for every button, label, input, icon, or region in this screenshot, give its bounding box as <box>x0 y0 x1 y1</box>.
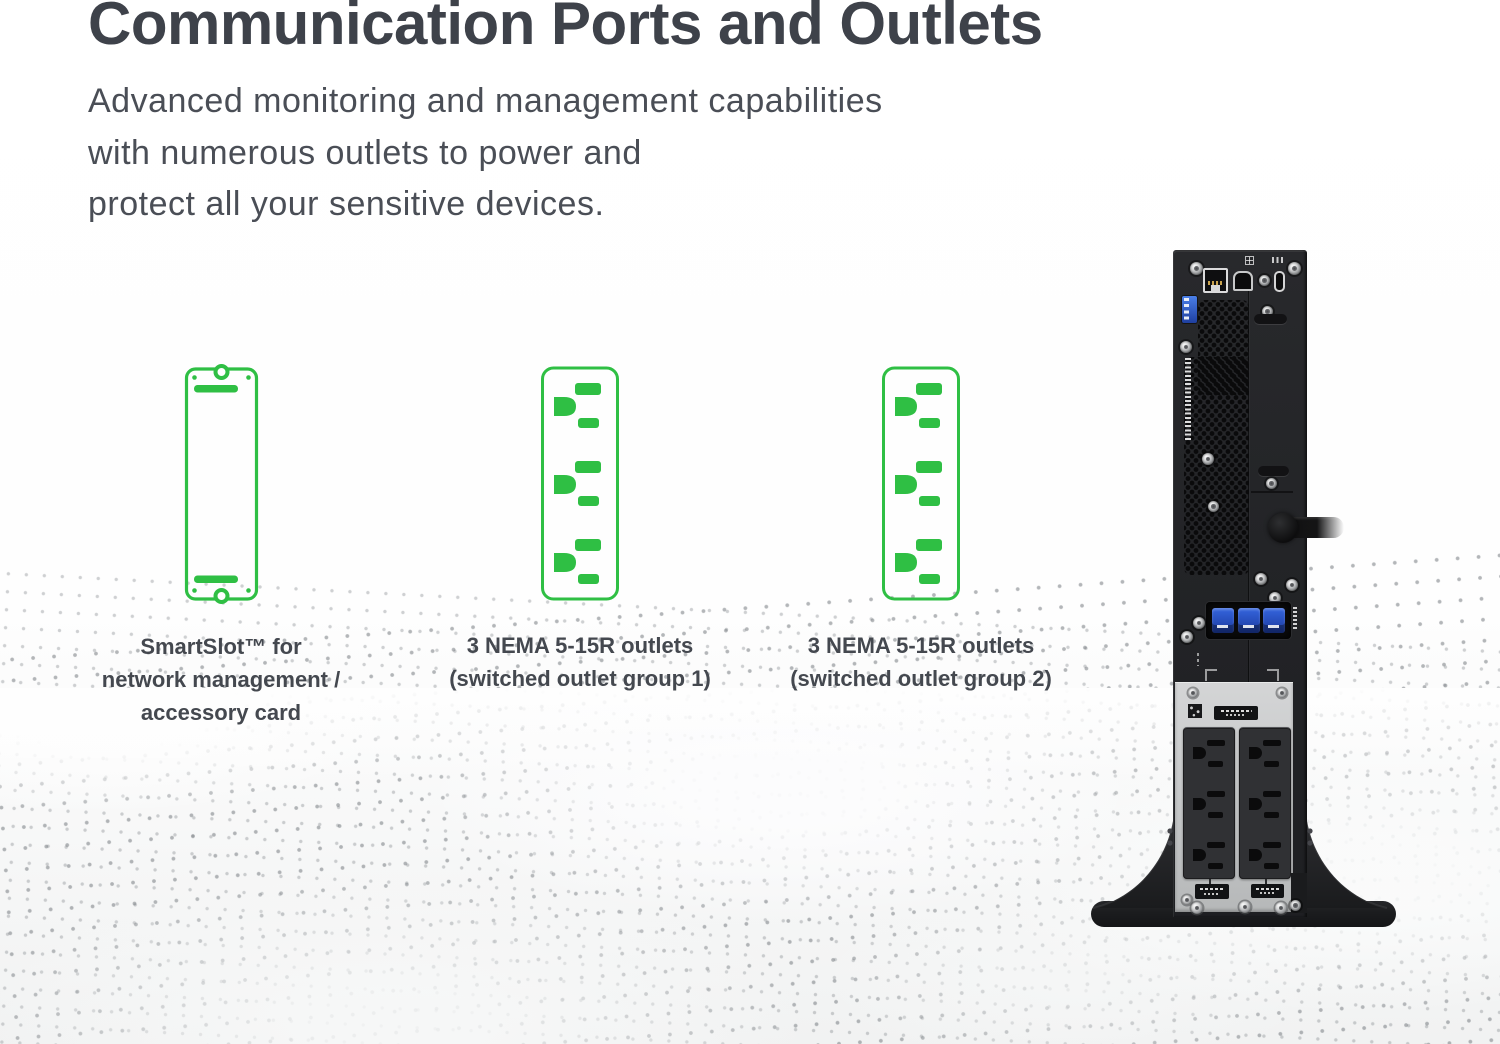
subtitle-line: protect all your sensitive devices. <box>88 185 605 223</box>
feature-outlet-group-2: 3 NEMA 5-15R outlets (switched outlet gr… <box>740 366 1102 695</box>
outlet-group-icon <box>540 366 620 606</box>
outlet-group-icon <box>881 366 961 606</box>
screw <box>1180 341 1192 353</box>
ups-rear-view-photo <box>1085 245 1415 955</box>
screw <box>1277 688 1287 698</box>
screw <box>1188 688 1198 698</box>
screw <box>1202 453 1214 465</box>
outlet-slot <box>1263 791 1281 797</box>
battery-label <box>1293 607 1297 631</box>
caption-line: (switched outlet group 2) <box>790 666 1052 691</box>
screw <box>1259 275 1270 286</box>
outlet-ground-hole <box>1193 798 1206 810</box>
outlet-group-label <box>1251 884 1284 898</box>
outlet-slot <box>1263 740 1281 746</box>
outlet-slot <box>1263 842 1281 848</box>
panel-marking <box>1197 653 1199 666</box>
outlet-ground-hole <box>1249 798 1262 810</box>
caption-line: accessory card <box>140 700 302 725</box>
screw <box>1290 900 1301 911</box>
dip-switch-block <box>1182 296 1197 323</box>
outlet-group-label <box>1195 884 1229 899</box>
knockout-slot <box>1258 466 1289 476</box>
caption-line: 3 NEMA 5-15R outlets <box>807 633 1035 658</box>
network-port-icon <box>1245 256 1254 265</box>
nema-outlet <box>1239 830 1291 880</box>
screw <box>1208 501 1219 512</box>
outlet-slot <box>1207 740 1225 746</box>
battery-connector-module <box>1212 608 1234 633</box>
outlet-slot <box>1208 761 1223 767</box>
rating-label <box>1214 706 1258 720</box>
feature-caption: 3 NEMA 5-15R outlets (switched outlet gr… <box>790 629 1052 695</box>
outlet-slot <box>1264 761 1279 767</box>
screw <box>1239 901 1251 913</box>
outlet-slot <box>1207 842 1225 848</box>
screw <box>1286 579 1298 591</box>
feature-caption: 3 NEMA 5-15R outlets (switched outlet gr… <box>449 629 711 695</box>
battery-connector-module <box>1263 608 1285 633</box>
nema-outlet <box>1239 779 1291 829</box>
outlet-ground-hole <box>1249 849 1262 861</box>
page-title: Communication Ports and Outlets <box>88 0 1043 57</box>
feature-caption: SmartSlot™ for network management / acce… <box>102 630 340 729</box>
outlet-ground-hole <box>1249 747 1262 759</box>
feature-outlet-group-1: 3 NEMA 5-15R outlets (switched outlet gr… <box>399 366 761 695</box>
feature-smartslot: SmartSlot™ for network management / acce… <box>40 364 402 729</box>
smartslot-card-icon <box>184 364 259 609</box>
outlet-column <box>1183 727 1235 879</box>
screw <box>1193 617 1205 629</box>
outlet-slot <box>1264 863 1279 869</box>
outlet-ground-hole <box>1193 747 1206 759</box>
mounting-bracket-mark <box>1205 669 1217 681</box>
screw <box>1262 306 1273 317</box>
usb-port <box>1274 271 1285 292</box>
outlet-group-divider <box>1209 879 1211 886</box>
subtitle-line: with numerous outlets to power and <box>88 133 642 172</box>
screw <box>1190 262 1203 275</box>
outlet-group-divider <box>1265 879 1267 886</box>
page-subtitle: Advanced monitoring and management capab… <box>88 76 1208 231</box>
caption-line: 3 NEMA 5-15R outlets <box>466 633 694 658</box>
outlet-slot <box>1208 812 1223 818</box>
nema-outlet <box>1183 728 1235 778</box>
nema-outlet <box>1183 779 1235 829</box>
ethernet-port <box>1203 268 1228 293</box>
serial-label <box>1185 358 1191 442</box>
screw <box>1275 902 1287 914</box>
outlet-ground-hole <box>1193 849 1206 861</box>
outlet-panel <box>1175 682 1293 914</box>
power-cord-strain-relief <box>1268 513 1298 543</box>
caption-line: network management / <box>101 667 341 692</box>
screw <box>1255 573 1267 585</box>
power-cord <box>1284 517 1344 538</box>
header: Communication Ports and Outlets Advanced… <box>88 0 1208 231</box>
caption-line: SmartSlot™ for <box>140 634 302 659</box>
outlet-slot <box>1207 791 1225 797</box>
outlet-slot <box>1264 812 1279 818</box>
vent-grille <box>1184 357 1249 575</box>
screw <box>1266 478 1277 489</box>
screw <box>1288 262 1301 275</box>
battery-connector <box>1206 602 1291 639</box>
screw <box>1191 902 1203 914</box>
battery-connector-module <box>1238 608 1260 633</box>
usb-b-port <box>1233 271 1253 291</box>
nema-outlet <box>1239 728 1291 778</box>
nema-outlet <box>1183 830 1235 880</box>
io-label-icon <box>1272 257 1285 263</box>
knockout-slot <box>1254 314 1287 324</box>
screw <box>1182 895 1192 905</box>
screw <box>1269 592 1281 604</box>
screw <box>1181 631 1193 643</box>
outlet-slot <box>1208 863 1223 869</box>
subtitle-line: Advanced monitoring and management capab… <box>88 82 883 120</box>
qr-code <box>1188 704 1202 718</box>
outlet-column <box>1239 727 1291 879</box>
panel-groove <box>1251 491 1293 493</box>
mounting-bracket-mark <box>1267 669 1279 681</box>
caption-line: (switched outlet group 1) <box>449 666 711 691</box>
